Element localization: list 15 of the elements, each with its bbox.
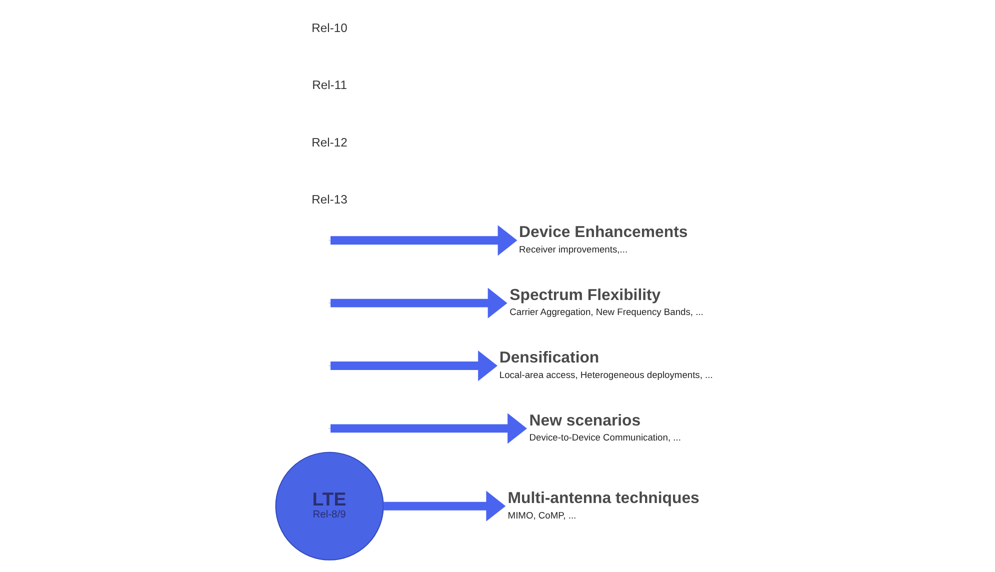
arrow [330, 288, 508, 318]
arrow [330, 413, 527, 444]
node-text: Multi-antenna techniques MIMO, CoMP, ... [508, 490, 700, 520]
node-text: Spectrum Flexibility Carrier Aggregation, New Frequency Bands, ... [510, 286, 704, 318]
label: Rel-10 [312, 21, 348, 36]
arrow [330, 350, 498, 382]
arrow [330, 225, 518, 256]
label: Rel-12 [312, 135, 348, 150]
node-circle: LTE Rel-8/9 [275, 452, 384, 560]
node-text: New scenarios Device-to-Device Communication, ... [529, 412, 681, 443]
label: Rel-13 [312, 192, 348, 206]
node-text: Densification Local-area access, Heterogeneous deployments, ... [499, 350, 713, 380]
label: Rel-11 [312, 78, 348, 92]
arrow [384, 490, 506, 522]
node-text: Device Enhancements Receiver improvements,... [519, 224, 688, 255]
